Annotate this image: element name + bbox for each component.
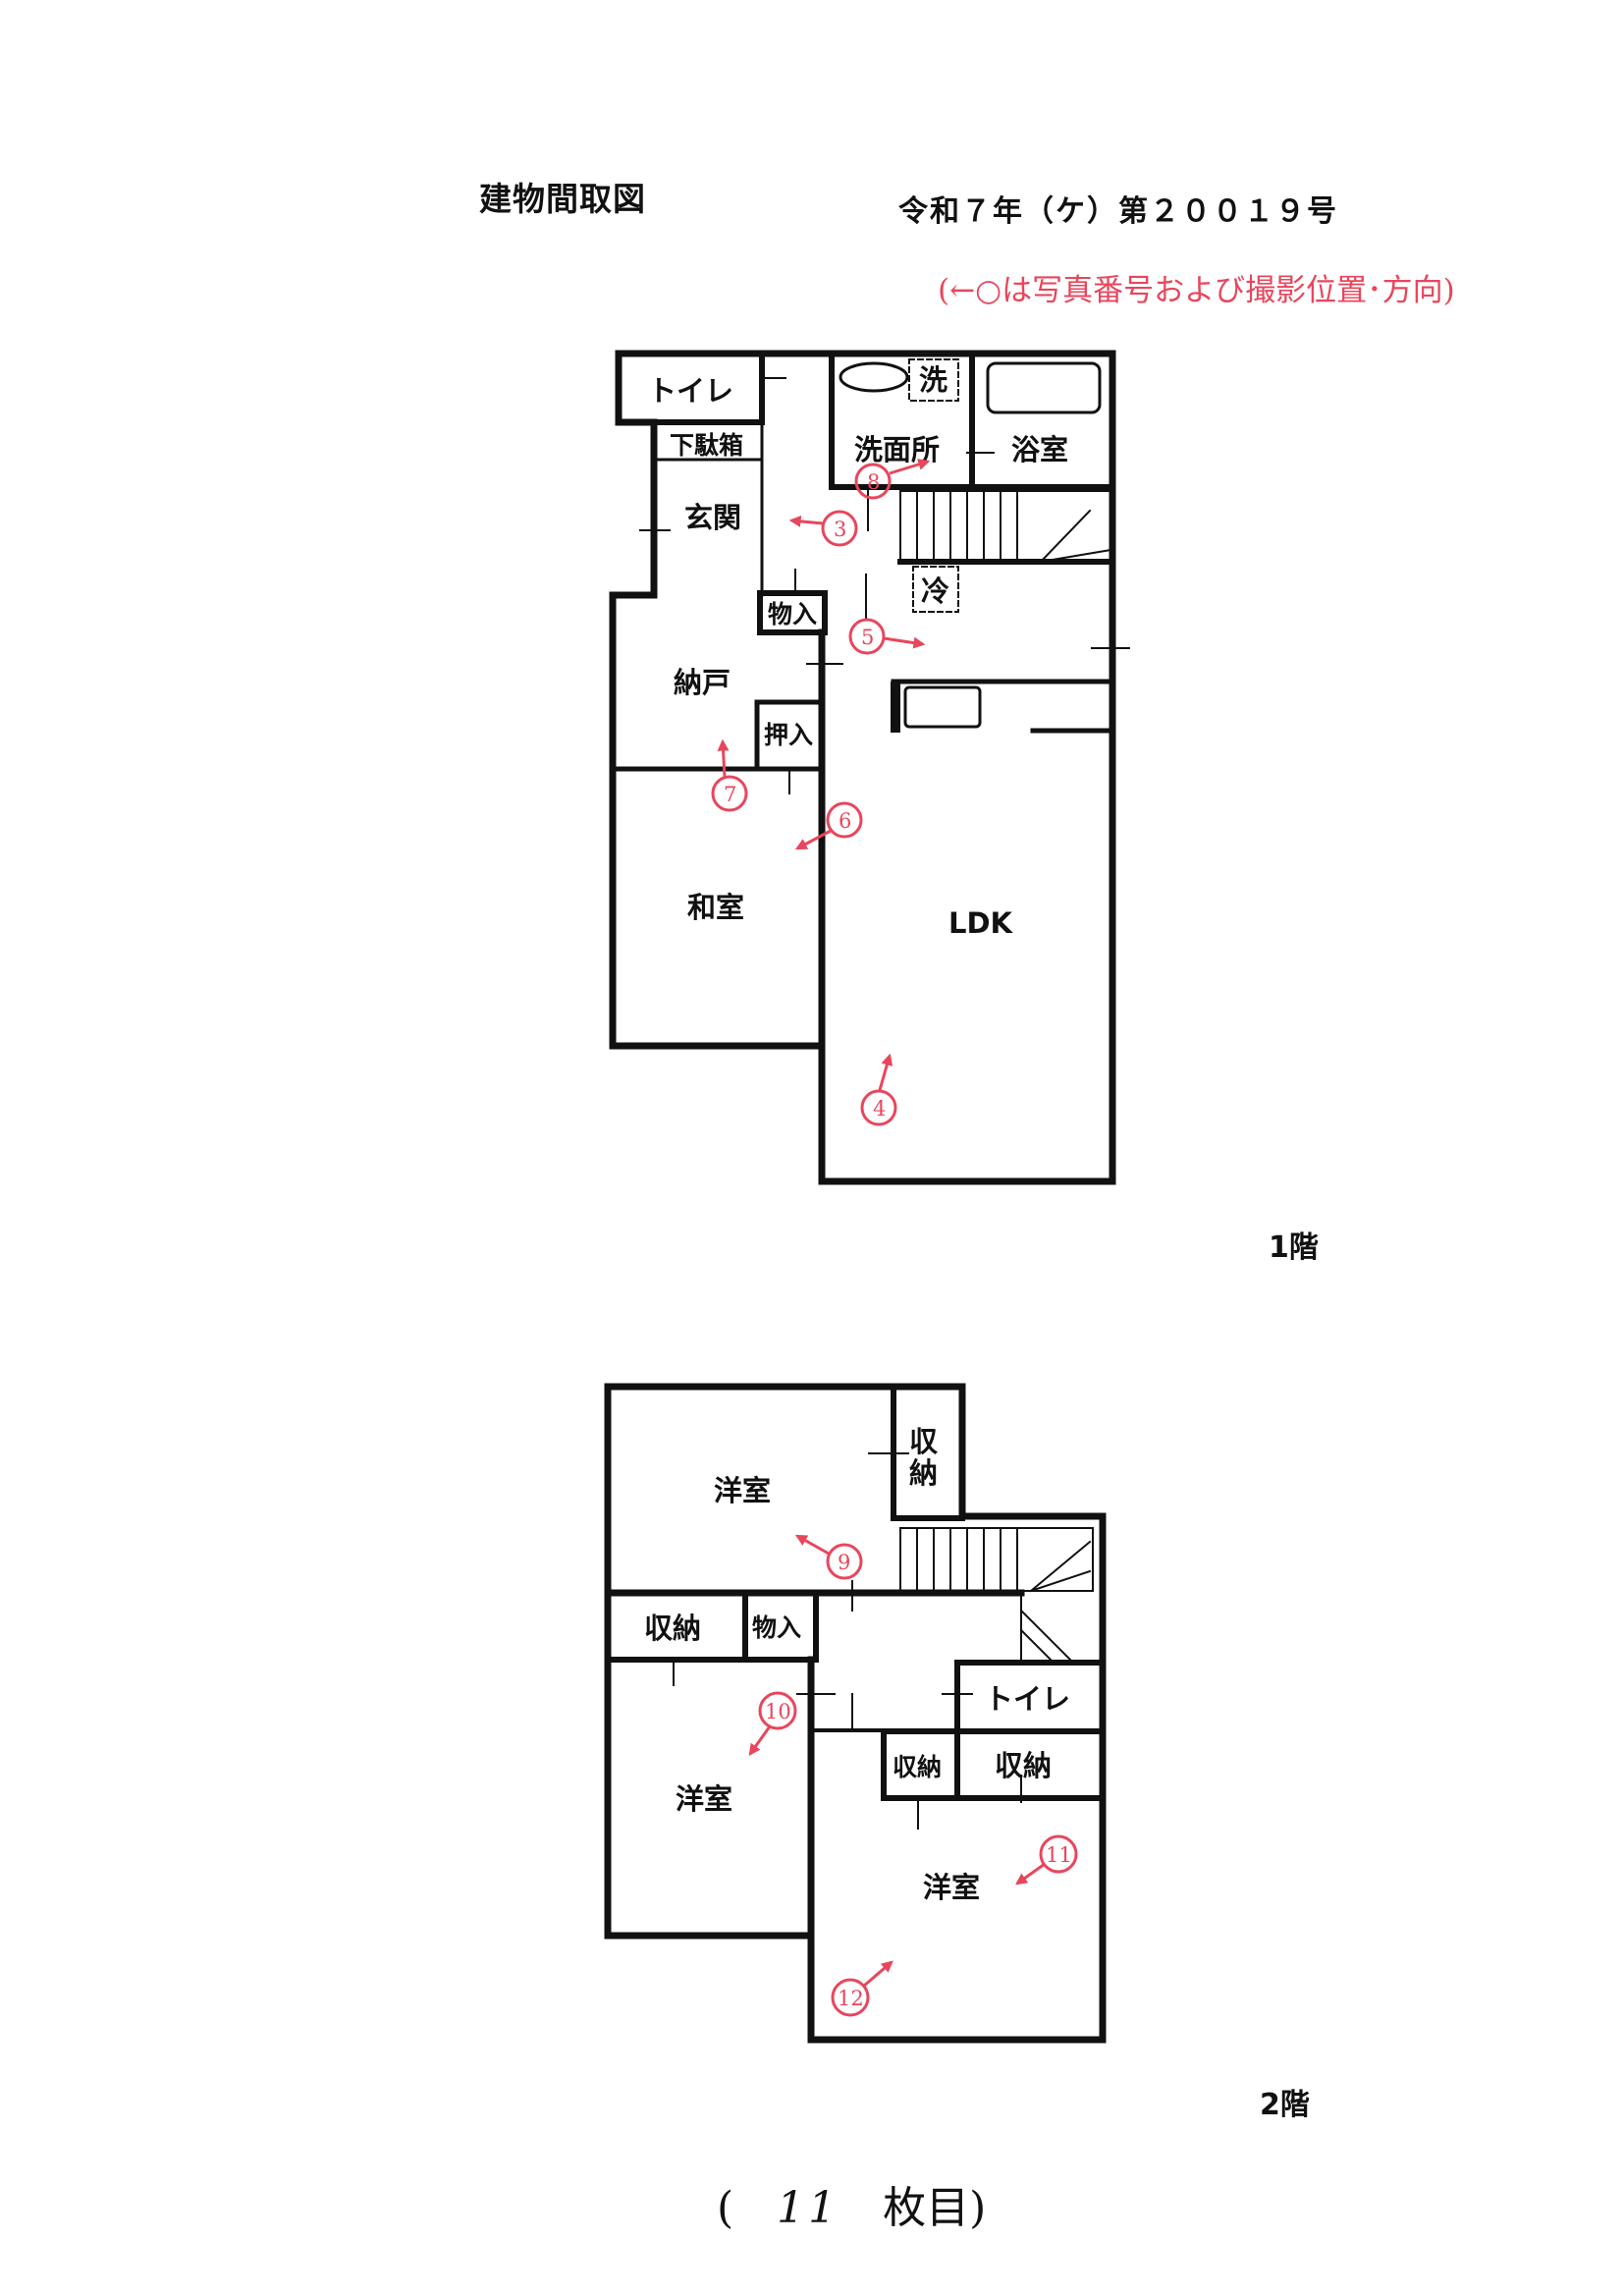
floor1-range xyxy=(891,682,900,733)
floor2-storage-small-label: 物入 xyxy=(752,1613,801,1642)
floor2-western-left-label: 洋室 xyxy=(676,1782,732,1816)
floor1-entrance-label: 玄関 xyxy=(684,501,741,534)
photo-marker-3 xyxy=(788,510,858,547)
floor2-mid-storage-box xyxy=(954,1728,1106,1801)
page-count: (11 枚目) xyxy=(717,2172,986,2235)
photo-number-5: 5 xyxy=(861,626,874,649)
floor1-toilet-box xyxy=(616,351,765,425)
floor1-washer-label: 洗 xyxy=(919,363,947,397)
floor2-door-ticks xyxy=(673,1452,1022,1830)
floor1-toilet-label: トイレ xyxy=(648,374,733,408)
photo-number-12: 12 xyxy=(838,1987,864,2010)
document-title: 建物間取図 xyxy=(479,180,646,218)
floor1-stairs xyxy=(899,490,1112,564)
floor1-kitchen-sink xyxy=(903,685,982,729)
floor1-shoebox-label: 下駄箱 xyxy=(670,431,743,460)
page-count-suffix: 枚目) xyxy=(883,2183,987,2233)
photo-legend: (←○は写真番号および撮影位置･方向) xyxy=(938,273,1455,308)
photo-marker-9 xyxy=(794,1534,863,1580)
photo-number-3: 3 xyxy=(834,518,846,541)
floor1-closet-label: 押入 xyxy=(764,721,813,749)
floor1-fridge-space xyxy=(912,566,959,613)
floor2-western-top-label: 洋室 xyxy=(714,1474,771,1507)
floor1-washer-space xyxy=(908,358,959,402)
floor2-small-storage-box xyxy=(742,1590,819,1663)
floor2-label: 2階 xyxy=(1260,2088,1310,2122)
floor2-toilet-label: トイレ xyxy=(985,1682,1070,1716)
photo-marker-11 xyxy=(1015,1834,1078,1886)
floor1-washitsu-label: 和室 xyxy=(687,891,744,924)
floor1-storage-label: 物入 xyxy=(768,600,817,629)
floor1-plan xyxy=(609,350,1130,1185)
floor1-label: 1階 xyxy=(1269,1230,1319,1265)
floor1-fridge-label: 冷 xyxy=(921,574,949,608)
photo-number-6: 6 xyxy=(839,809,851,833)
photo-marker-6 xyxy=(794,801,863,850)
floor2-photo-numbers: 9 10 11 12 xyxy=(765,1551,1072,2010)
floor1-photo-markers xyxy=(711,459,931,1126)
photo-marker-4 xyxy=(860,1053,897,1126)
photo-number-11: 11 xyxy=(1046,1843,1072,1867)
floor2-storage-mid-label: 収納 xyxy=(995,1749,1052,1782)
page-count-prefix: ( xyxy=(717,2183,734,2233)
floor1-sink xyxy=(839,361,909,393)
floor1-door-ticks xyxy=(639,377,1130,794)
floor2-storage-top-label-1: 収 xyxy=(909,1425,939,1458)
floor2-storage-left-label: 収納 xyxy=(644,1612,701,1645)
floor2-photo-markers xyxy=(748,1534,1078,2017)
photo-number-10: 10 xyxy=(765,1700,791,1723)
floor2-storage-mid-small-label: 収納 xyxy=(893,1753,942,1781)
page-count-number: 11 xyxy=(777,2183,840,2233)
photo-marker-7 xyxy=(711,738,748,812)
photo-number-9: 9 xyxy=(838,1551,850,1574)
floor1-ldk-label: LDK xyxy=(948,906,1014,940)
floor2-storage-top-label-2: 納 xyxy=(909,1456,938,1490)
photo-number-8: 8 xyxy=(867,470,880,494)
photo-number-7: 7 xyxy=(724,783,736,806)
floor1-bathtub xyxy=(986,361,1102,414)
photo-marker-5 xyxy=(848,618,926,655)
photo-marker-12 xyxy=(831,1960,893,2017)
floor1-storage-box xyxy=(757,590,828,635)
floor1-photo-numbers: 3 4 5 6 7 8 xyxy=(724,470,886,1121)
floor2-western-right-label: 洋室 xyxy=(923,1871,980,1904)
photo-marker-10 xyxy=(748,1691,797,1756)
case-number: 令和７年（ケ）第２００１９号 xyxy=(898,194,1338,229)
floor1-nando-label: 納戸 xyxy=(674,666,731,699)
photo-marker-8 xyxy=(854,459,931,500)
floor2-stairs xyxy=(899,1527,1094,1662)
floor2-plan xyxy=(604,1383,1107,2044)
photo-number-4: 4 xyxy=(873,1097,886,1121)
floor1-bath-label: 浴室 xyxy=(1011,433,1068,466)
